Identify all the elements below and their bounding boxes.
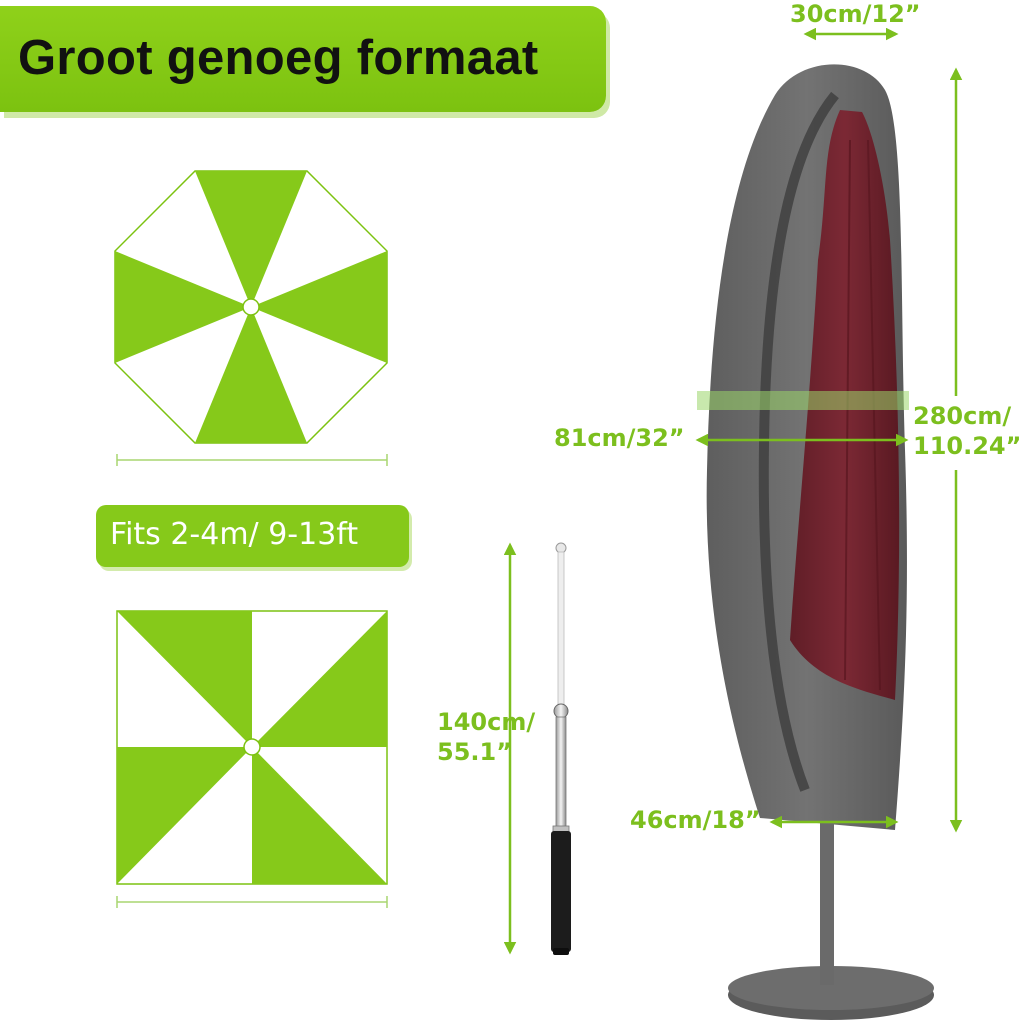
pole-length-label-line1: 140cm/	[437, 708, 536, 736]
page-title: Groot genoeg formaat	[18, 31, 539, 85]
fits-size-label: Fits 2-4m/ 9-13ft	[110, 517, 359, 552]
dimension-arrows	[695, 27, 963, 833]
mid-width-label: 81cm/32”	[554, 424, 685, 452]
top-width-label: 30cm/12”	[790, 0, 921, 28]
square-umbrella-diagram-icon	[116, 610, 388, 908]
umbrella-cover-icon	[697, 64, 934, 1020]
fits-size-badge	[96, 505, 409, 567]
height-label-line1: 280cm/	[913, 402, 1012, 430]
height-label-line2: 110.24”	[913, 432, 1022, 460]
bottom-width-label: 46cm/18”	[630, 806, 761, 834]
title-banner	[0, 6, 606, 112]
pole-length-label-line2: 55.1”	[437, 738, 512, 766]
octagon-umbrella-diagram-icon	[114, 170, 388, 466]
telescopic-pole-icon	[503, 542, 571, 955]
